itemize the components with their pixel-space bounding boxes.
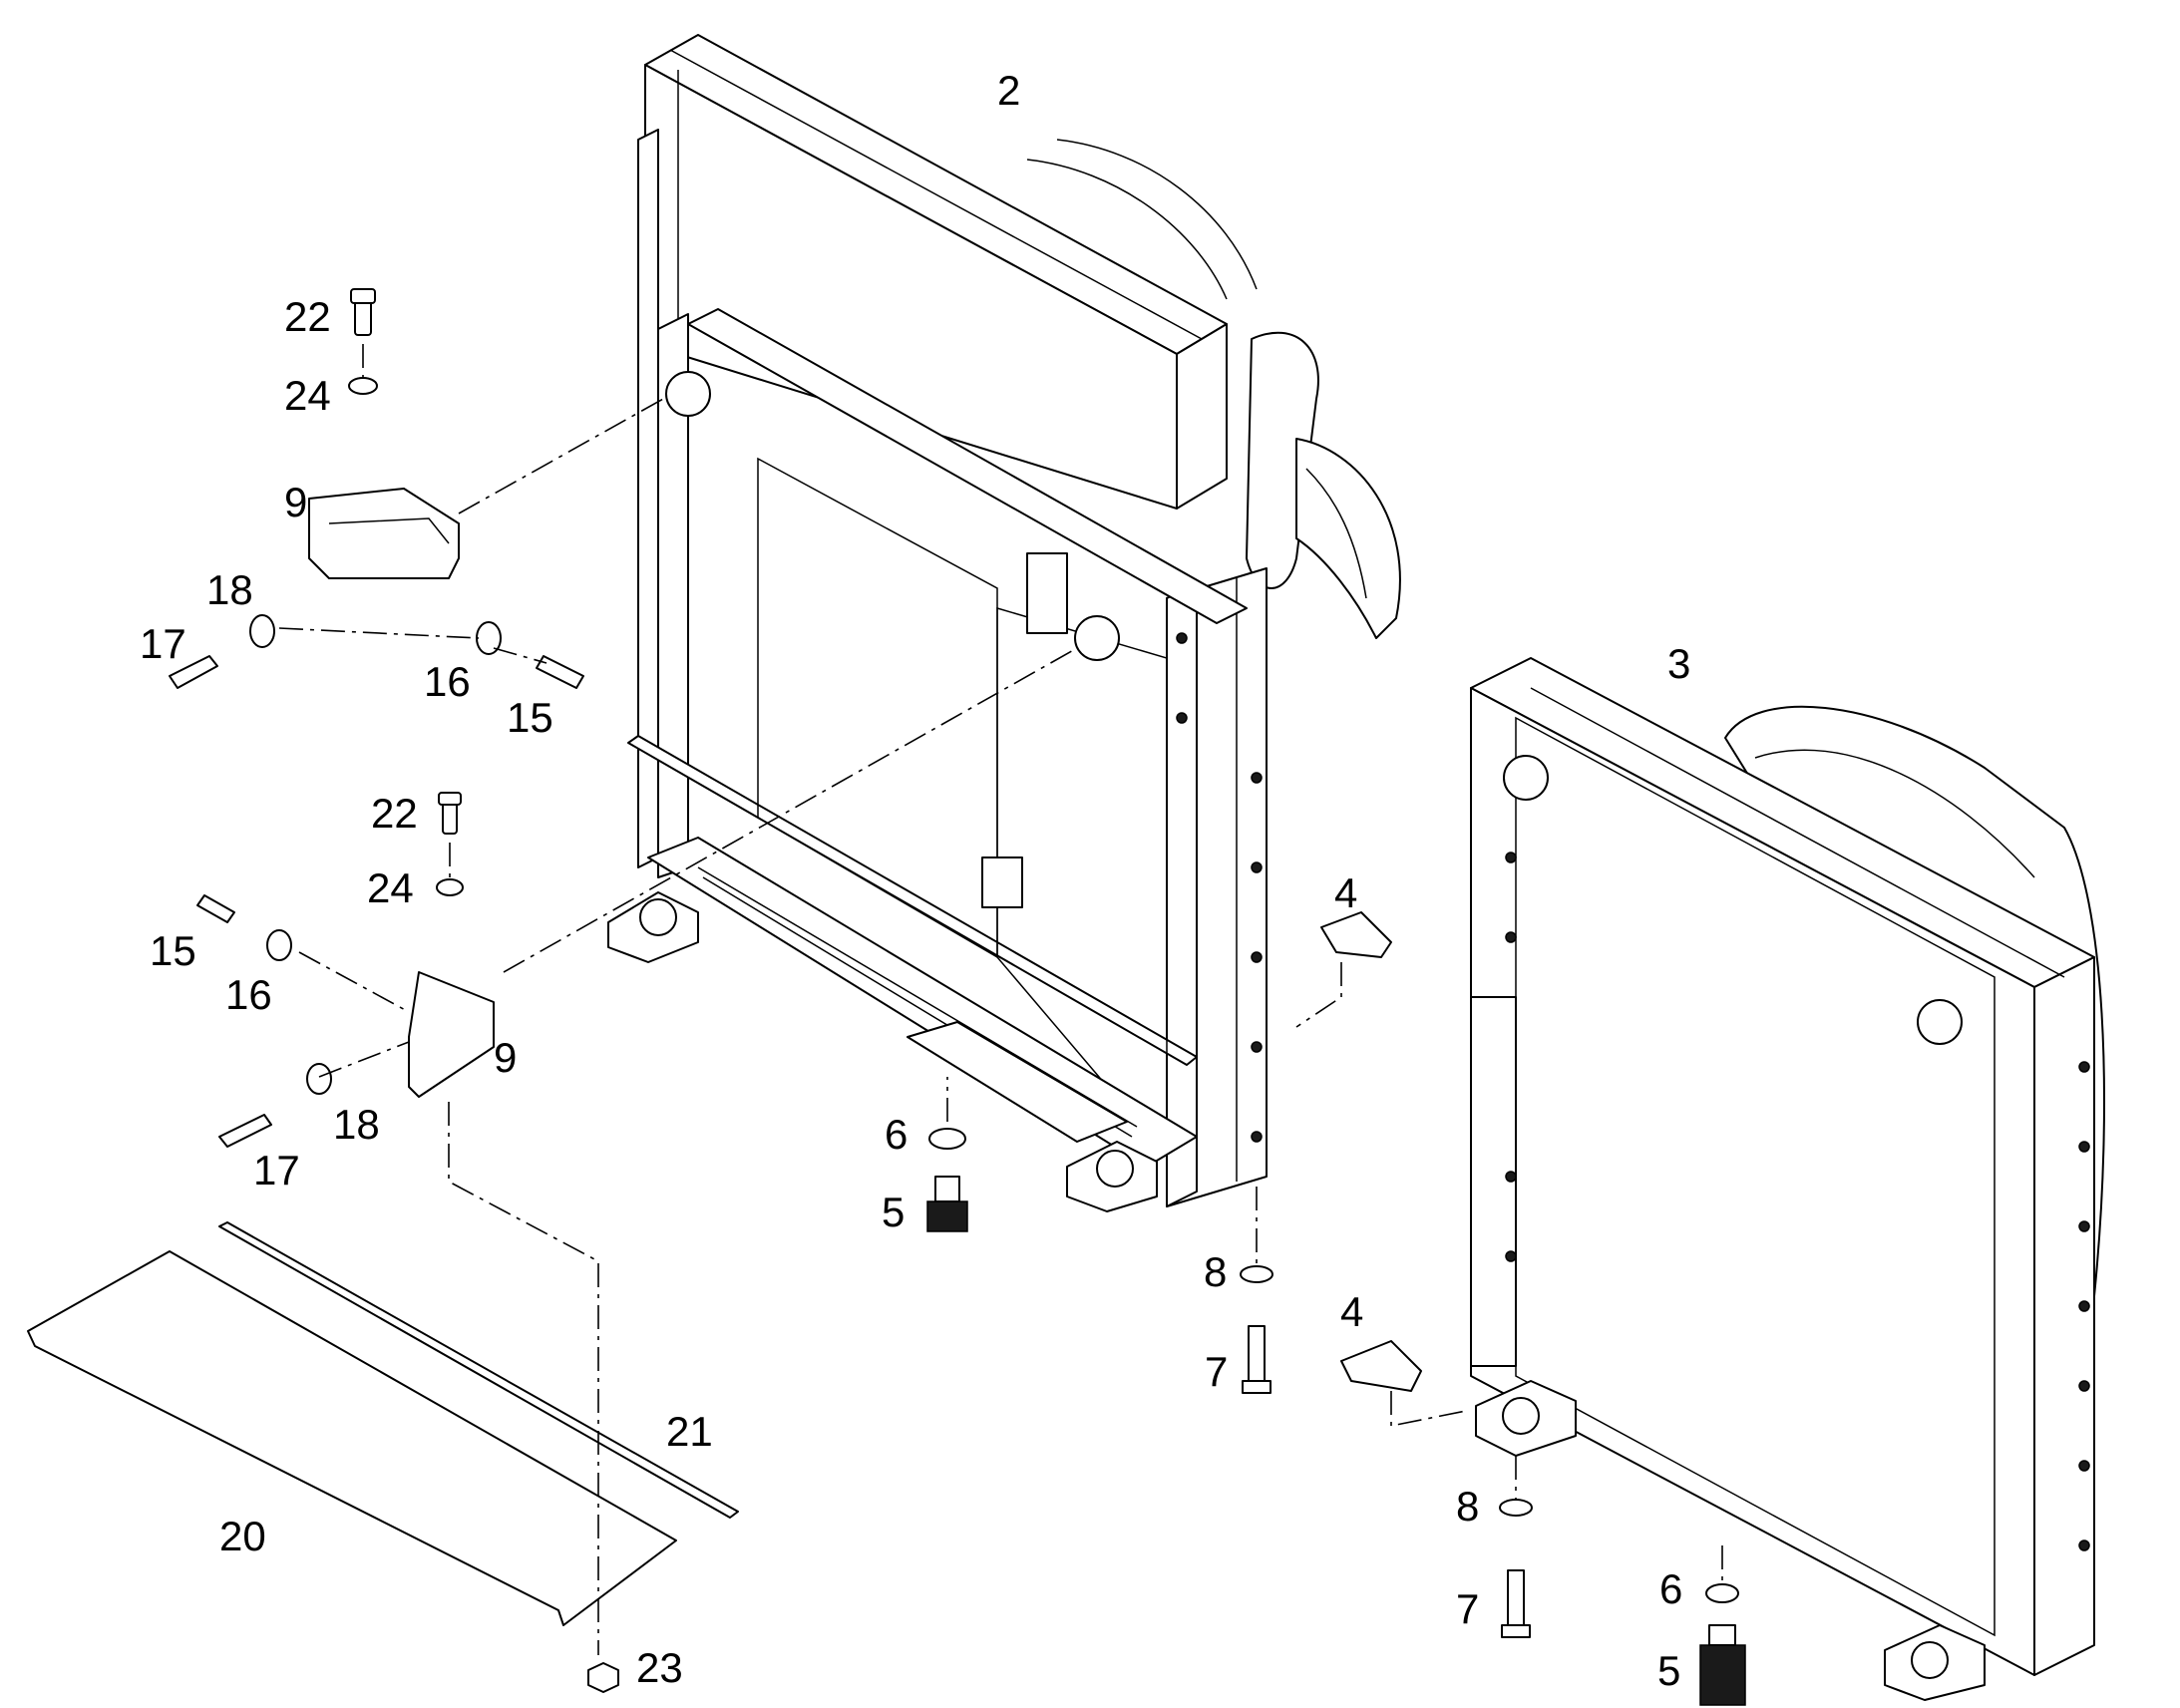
callout-4-lower: 4 <box>1340 1288 1363 1335</box>
callout-16-lower: 16 <box>225 971 272 1018</box>
callout-23: 23 <box>636 1644 683 1691</box>
callout-7-lower: 7 <box>1456 1585 1479 1632</box>
radiator-rivets <box>1505 852 2090 1551</box>
lower-bracket-group <box>196 792 495 1148</box>
callout-24-lower: 24 <box>367 864 414 911</box>
callout-21: 21 <box>666 1408 713 1455</box>
callout-8-lower: 8 <box>1456 1483 1479 1530</box>
callout-16-upper: 16 <box>424 658 471 705</box>
callout-15-upper: 15 <box>507 694 553 741</box>
callout-22-lower: 22 <box>371 790 418 837</box>
radiator-assembly-3 <box>1470 657 2105 1701</box>
callout-24-upper: 24 <box>284 372 331 419</box>
callout-15-lower: 15 <box>150 927 196 974</box>
cooler-assembly-2 <box>607 34 1401 1212</box>
callout-5-upper: 5 <box>882 1189 905 1235</box>
callout-2: 2 <box>997 67 1020 114</box>
callout-22-upper: 22 <box>284 293 331 340</box>
callout-8-upper: 8 <box>1204 1248 1227 1295</box>
callout-6-lower: 6 <box>1659 1565 1682 1612</box>
callout-18-upper: 18 <box>206 566 253 613</box>
callout-9-lower: 9 <box>494 1034 517 1081</box>
hardware-group <box>587 911 1746 1706</box>
callout-6-upper: 6 <box>885 1111 908 1158</box>
callout-3: 3 <box>1667 640 1690 687</box>
callout-18-lower: 18 <box>333 1101 380 1148</box>
leader-lines <box>278 344 1723 1655</box>
callout-5-lower: 5 <box>1657 1647 1680 1694</box>
callout-17-upper: 17 <box>140 620 186 667</box>
callout-9-upper: 9 <box>284 479 307 525</box>
callout-4-upper: 4 <box>1334 869 1357 916</box>
callout-17-lower: 17 <box>253 1147 300 1194</box>
callout-7-upper: 7 <box>1205 1348 1228 1395</box>
callout-20: 20 <box>219 1513 266 1559</box>
rivets <box>1176 632 1263 1143</box>
callouts: 2 3 22 24 9 18 17 16 15 22 24 15 16 9 18… <box>140 67 1690 1694</box>
upper-bracket-group <box>169 288 584 689</box>
cover-plate-group <box>27 1221 739 1626</box>
